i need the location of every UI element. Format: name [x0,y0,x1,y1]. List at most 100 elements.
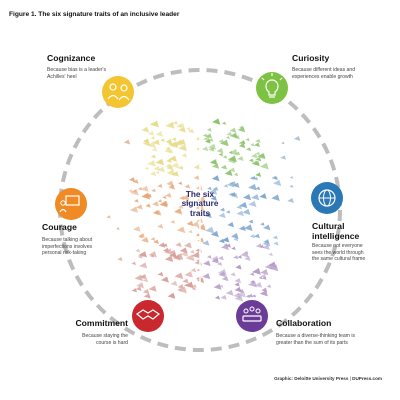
mosaic-shard [177,139,186,146]
mosaic-shard [157,183,163,188]
mosaic-shard [191,221,200,228]
mosaic-shard [143,138,150,144]
globe-icon [311,182,343,214]
mosaic-shard [238,288,244,294]
trait-desc-commitment: Because staying the course is hard [40,333,128,346]
mosaic-shard [248,158,254,163]
center-label: The six signature traits [166,190,234,218]
mosaic-shard [287,198,294,204]
mosaic-shard [248,200,257,208]
mosaic-shard [221,121,227,125]
mosaic-shard [167,292,176,299]
trait-desc-curiosity: Because different ideas and experiences … [292,67,355,80]
desc-line: Because a diverse-thinking team is [276,333,355,339]
mosaic-shard [140,185,149,192]
handshake-icon [132,300,164,332]
desc-line: Because staying the [82,333,128,339]
mosaic-shard [289,184,294,188]
mosaic-shard [142,288,150,295]
mosaic-shard [164,147,172,154]
mosaic-shard [195,147,200,151]
mosaic-shard [141,192,151,200]
mosaic-shard [228,167,236,173]
presenter-icon [55,188,87,220]
mosaic-shard [255,138,261,143]
trait-title-cognizance: Cognizance [47,53,96,63]
mosaic-shard [130,188,139,196]
credit-separator: | [348,376,353,381]
mosaic-shard [272,235,278,240]
mosaic-shard [253,176,259,181]
mosaic-shard [170,280,178,287]
mosaic-shard [182,194,190,201]
mosaic-shard [184,200,190,204]
trait-title-collaboration: Collaboration [276,318,332,328]
mosaic-shard [196,196,206,203]
mosaic-shard [189,250,195,254]
mosaic-shard [191,251,201,259]
mosaic-shard [151,147,158,152]
mosaic-shard [228,150,233,154]
mosaic-shard [233,255,239,260]
mosaic-shard [211,255,219,262]
mosaic-shard [137,255,143,259]
mosaic-shard [242,194,252,201]
mosaic-shard [137,186,143,191]
mosaic-shard [185,127,191,131]
mosaic-shard [141,126,149,133]
desc-line: Because bias is a leader's [47,67,107,73]
mosaic-shard [212,186,219,191]
mosaic-shard [222,155,228,159]
mosaic-shard [255,243,263,249]
mosaic-shard [209,188,218,195]
mosaic-shard [217,255,224,261]
mosaic-shard [154,210,162,216]
mosaic-shard [195,233,200,237]
mosaic-shard [210,195,217,201]
mosaic-shard [155,170,160,174]
mosaic-shard [161,276,169,283]
mosaic-shard [133,226,141,232]
mosaic-shard [212,118,221,125]
mosaic-shard [220,139,229,147]
mosaic-shard [174,272,184,280]
mosaic-shard [245,294,251,298]
mosaic-shard [236,210,244,217]
mosaic-shard [223,184,228,188]
mosaic-shard [281,141,285,145]
mosaic-shard [155,130,164,137]
mosaic-shard [186,220,194,227]
mosaic-shard [146,193,152,198]
mosaic-shard [134,274,143,282]
mosaic-shard [272,179,282,187]
mosaic-shard [249,272,255,276]
mosaic-shard [149,171,157,177]
trait-desc-cognizance: Because bias is a leader's Achilles' hee… [47,67,106,80]
mosaic-shard [254,282,262,288]
mosaic-shard [244,224,253,232]
mosaic-shard [136,204,143,210]
mosaic-shard [184,283,189,287]
mosaic-shard [178,181,183,185]
mosaic-shard [157,166,165,173]
mosaic-shard [205,226,215,234]
mosaic-shard [150,136,155,140]
mosaic-shard [259,193,267,199]
mosaic-shard [259,290,268,297]
mosaic-shard [234,294,244,302]
mosaic-shard [255,172,262,177]
mosaic-shard [231,246,236,251]
mosaic-shard [255,151,260,156]
mosaic-shard [266,284,272,288]
mosaic-shard [254,233,260,239]
mosaic-shard [259,153,266,158]
mosaic-shard [191,284,197,288]
mosaic-shard [166,165,174,171]
mosaic-shard [213,283,222,290]
mosaic-shard [202,260,211,267]
mosaic-shard [144,166,149,171]
mosaic-shard [177,287,182,292]
mosaic-shard [254,142,260,148]
mosaic-shard [280,155,286,160]
